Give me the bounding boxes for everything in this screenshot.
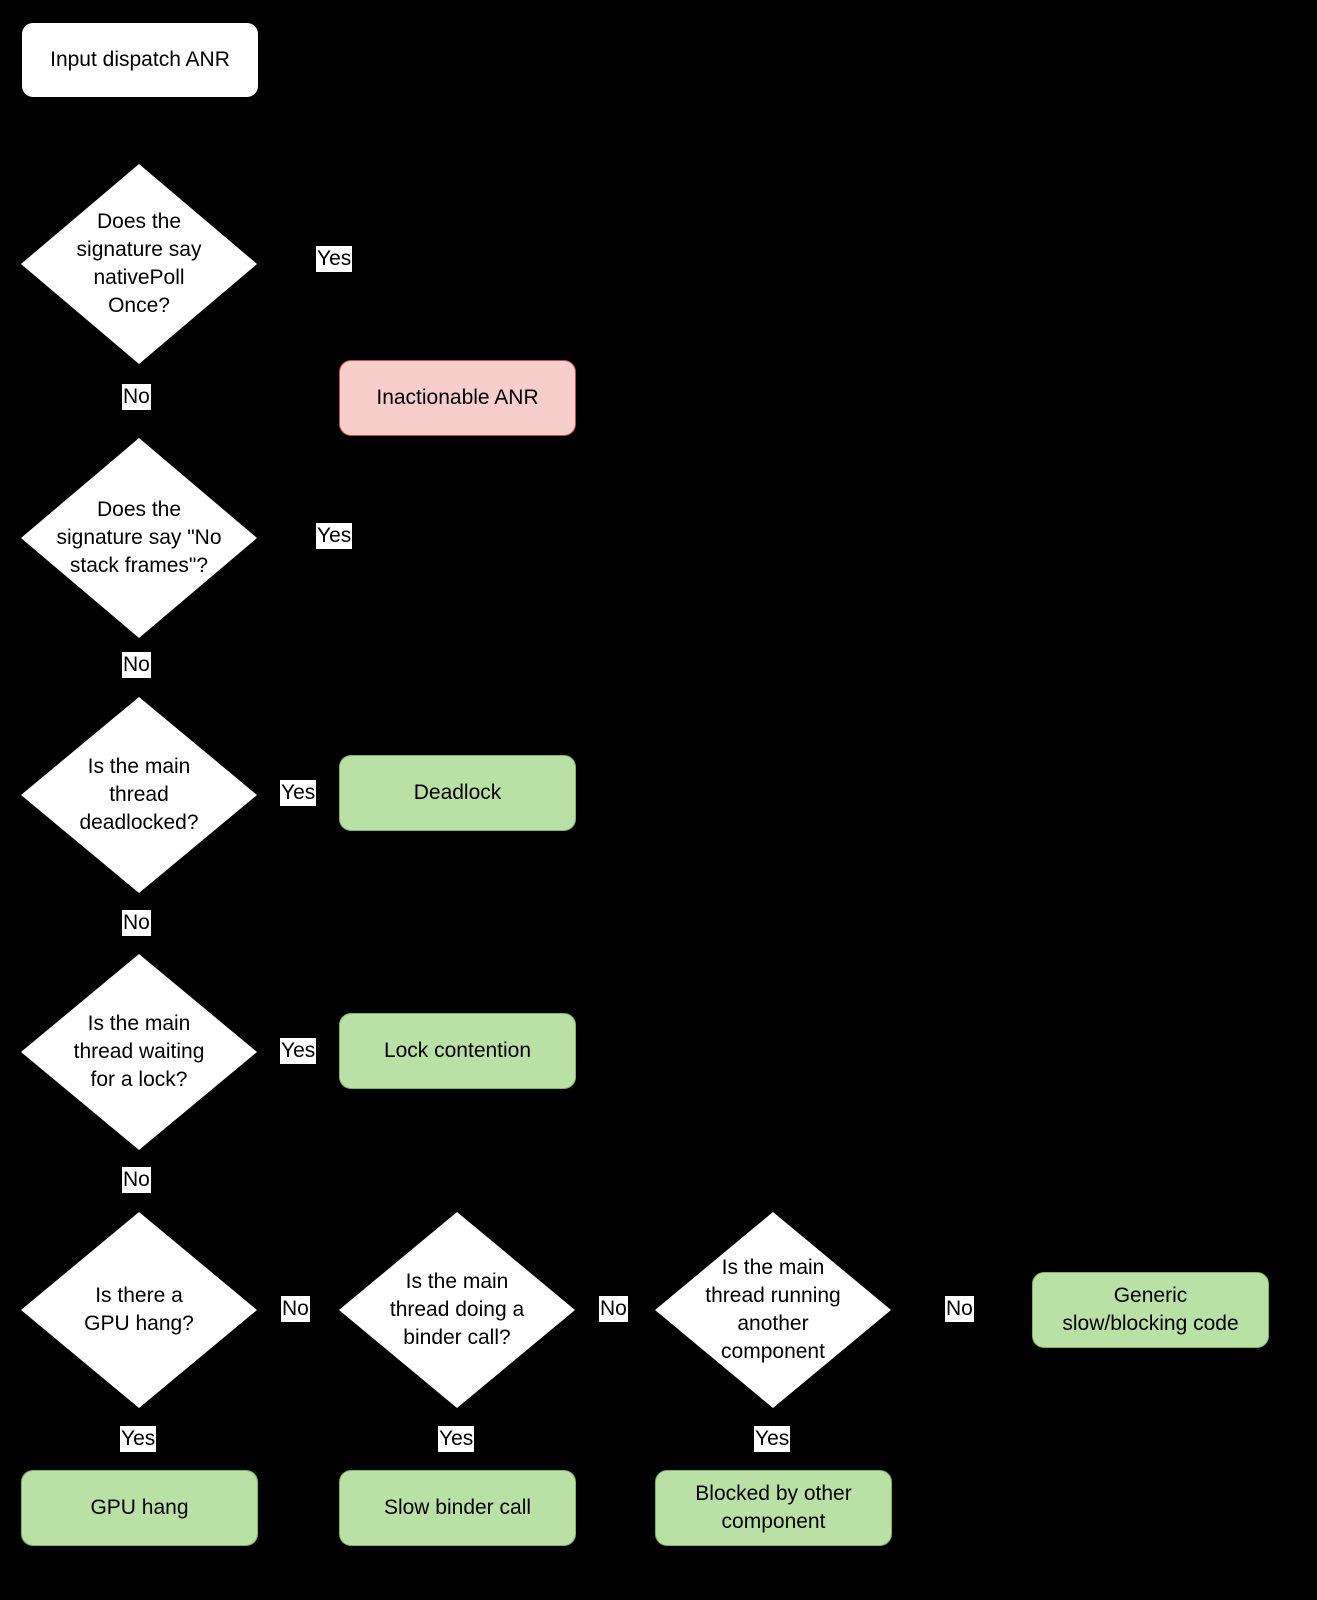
edge-label-gpu-yes: Yes [120, 1426, 157, 1452]
edge-label-component-yes: Yes [754, 1426, 791, 1452]
edge-label-binder-yes: Yes [438, 1426, 475, 1452]
node-label: GPU hang [90, 1496, 189, 1519]
node-decision-gpu-hang[interactable]: Is there a GPU hang? [21, 1212, 257, 1408]
node-label: Blocked by other component [695, 1482, 852, 1533]
diamond-shape [21, 697, 257, 893]
edge-label-nativepoll-no: No [122, 384, 151, 410]
edge-label-nostack-no: No [122, 652, 151, 678]
node-decision-nativepollonce[interactable]: Does the signature say nativePoll Once? [21, 164, 257, 364]
node-label: Deadlock [413, 781, 502, 804]
node-decision-main-thread-waiting-lock[interactable]: Is the main thread waiting for a lock? [21, 954, 257, 1150]
edge-label-nativepoll-yes: Yes [316, 246, 353, 272]
node-label: Inactionable ANR [376, 386, 539, 409]
node-label: Generic slow/blocking code [1062, 1284, 1239, 1335]
node-outcome-lock-contention[interactable]: Lock contention [339, 1013, 576, 1089]
diamond-shape [21, 164, 257, 364]
edge-label-nostack-yes: Yes [316, 523, 353, 549]
edge-label-gpu-no: No [281, 1296, 310, 1322]
diamond-shape [655, 1212, 891, 1408]
node-decision-running-another-component[interactable]: Is the main thread running another compo… [655, 1212, 891, 1408]
diamond-shape [21, 1212, 257, 1408]
node-decision-binder-call[interactable]: Is the main thread doing a binder call? [339, 1212, 575, 1408]
edge-label-deadlock-no: No [122, 910, 151, 936]
node-input-dispatch-anr[interactable]: Input dispatch ANR [21, 22, 259, 98]
node-outcome-slow-binder-call[interactable]: Slow binder call [339, 1470, 576, 1546]
diamond-shape [21, 954, 257, 1150]
node-label: Lock contention [383, 1039, 532, 1062]
node-decision-main-thread-deadlocked[interactable]: Is the main thread deadlocked? [21, 697, 257, 893]
node-outcome-deadlock[interactable]: Deadlock [339, 755, 576, 831]
node-decision-no-stack-frames[interactable]: Does the signature say "No stack frames"… [21, 438, 257, 638]
edge-label-deadlock-yes: Yes [280, 780, 317, 806]
node-label: Slow binder call [383, 1496, 532, 1519]
edge-label-lock-no: No [122, 1167, 151, 1193]
edge-label-binder-no: No [599, 1296, 628, 1322]
node-label: Input dispatch ANR [50, 48, 230, 71]
diamond-shape [21, 438, 257, 638]
node-outcome-gpu-hang[interactable]: GPU hang [21, 1470, 258, 1546]
node-outcome-blocked-by-other-component[interactable]: Blocked by other component [655, 1470, 892, 1546]
node-outcome-generic-slow-blocking-code[interactable]: Generic slow/blocking code [1032, 1272, 1269, 1348]
node-outcome-inactionable-anr[interactable]: Inactionable ANR [339, 360, 576, 436]
diamond-shape [339, 1212, 575, 1408]
edge-label-lock-yes: Yes [280, 1038, 317, 1064]
edge-label-component-no: No [945, 1296, 974, 1322]
